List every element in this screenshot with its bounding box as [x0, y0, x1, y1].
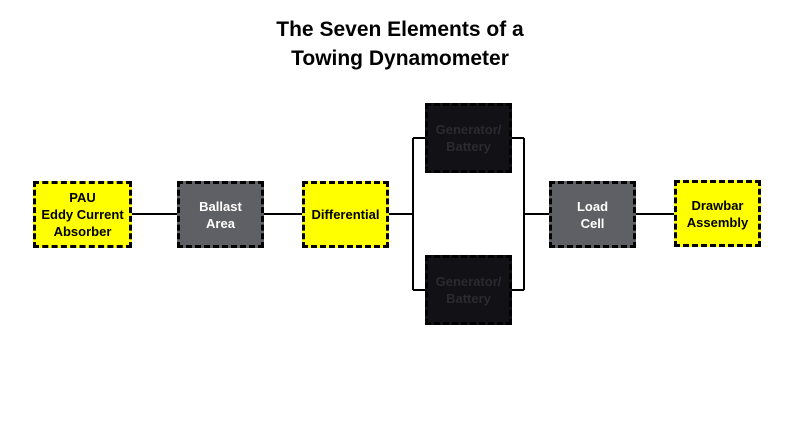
node-ballast-area: Ballast Area [177, 181, 264, 248]
node-pau-eddy-current-absorber: PAU Eddy Current Absorber [33, 181, 132, 248]
node-differential: Differential [302, 181, 389, 248]
node-generator-battery-bottom: Generator/ Battery [425, 255, 512, 325]
node-drawbar-assembly: Drawbar Assembly [674, 180, 761, 247]
diagram-title-line-1: The Seven Elements of a [276, 18, 524, 41]
diagram-title-line-2: Towing Dynamometer [291, 47, 509, 70]
node-generator-battery-top: Generator/ Battery [425, 103, 512, 173]
node-load-cell: Load Cell [549, 181, 636, 248]
